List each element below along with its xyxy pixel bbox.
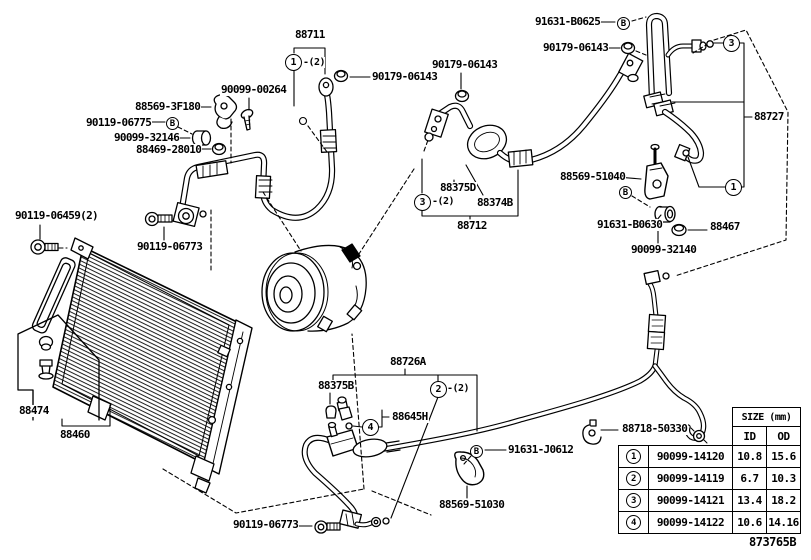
size-table-col-id: ID	[732, 426, 767, 446]
part-label-90119-06773-b: 90119-06773	[232, 518, 300, 531]
table-callout-1: 1	[626, 449, 641, 464]
part-label-88569-51030: 88569-51030	[438, 498, 506, 511]
table-row1-od: 15.6	[766, 445, 801, 468]
leader-lines	[32, 21, 753, 527]
part-label-88569-51040: 88569-51040	[559, 170, 627, 183]
table-row1-ref: 1	[618, 445, 649, 468]
table-row2-part: 90099-14119	[648, 467, 733, 490]
table-row3-od: 18.2	[766, 489, 801, 512]
table-row2-od: 10.3	[766, 467, 801, 490]
table-row4-ref: 4	[618, 511, 649, 534]
part-label-90179-06143-c: 90179-06143	[431, 58, 499, 71]
part-label-88718-50330: 88718-50330	[621, 422, 689, 435]
part-label-90119-06775: 90119-06775	[85, 116, 153, 129]
part-label-91631-J0612: 91631-J0612	[507, 443, 575, 456]
callout-1-88727low: 1	[725, 179, 742, 196]
hose-88727-art	[643, 12, 714, 164]
callout-1-hose88711: 1	[285, 54, 302, 71]
table-row3-part: 90099-14121	[648, 489, 733, 512]
qty-note-3: -(2)	[447, 383, 470, 394]
table-callout-2: 2	[626, 471, 641, 486]
part-label-88375D: 88375D	[439, 181, 477, 194]
compressor-art	[261, 243, 367, 333]
table-callout-4: 4	[626, 515, 641, 530]
callout-2-rearpipe: 2	[430, 381, 447, 398]
callout-B-J0612: B	[470, 445, 483, 458]
table-row2-ref: 2	[618, 467, 649, 490]
qty-note-2: -(2)	[432, 196, 455, 207]
part-label-88460: 88460	[59, 428, 91, 441]
part-label-90119-06459: 90119-06459(2)	[14, 209, 99, 222]
part-label-90099-32146: 90099-32146	[113, 131, 181, 144]
table-row4-od: 14.16	[766, 511, 801, 534]
part-label-88645H: 88645H	[391, 410, 429, 423]
size-table: SIZE (mm) ID OD 1 90099-14120 10.8 15.6 …	[618, 407, 801, 534]
table-row3-id: 13.4	[732, 489, 767, 512]
hose-88712-art	[424, 52, 644, 168]
table-row1-part: 90099-14120	[648, 445, 733, 468]
table-row2-id: 6.7	[732, 467, 767, 490]
hose-88711-art	[144, 69, 349, 228]
table-row1-id: 10.8	[732, 445, 767, 468]
size-table-title: SIZE (mm)	[732, 407, 801, 427]
part-label-90099-32140: 90099-32140	[630, 243, 698, 256]
part-label-88569-3F180: 88569-3F180	[134, 100, 202, 113]
qty-note-1: -(2)	[303, 57, 326, 68]
callout-4-88645H: 4	[362, 419, 379, 436]
part-label-91631-B0625: 91631-B0625	[534, 15, 602, 28]
part-label-90099-00264: 90099-00264	[220, 83, 288, 96]
callout-B-06775: B	[166, 117, 179, 130]
callout-3-88727top: 3	[723, 35, 740, 52]
callout-B-B0625: B	[617, 17, 630, 30]
part-label-88711: 88711	[294, 28, 326, 41]
part-label-88712: 88712	[456, 219, 488, 232]
part-label-88726A: 88726A	[389, 355, 427, 368]
part-label-91631-B0630: 91631-B0630	[596, 218, 664, 231]
part-label-88474: 88474	[18, 404, 50, 417]
callout-3-hose88712: 3	[414, 194, 431, 211]
part-label-90179-06143-b: 90179-06143	[542, 41, 610, 54]
part-label-90119-06773-a: 90119-06773	[136, 240, 204, 253]
drawing-number: 873765B	[749, 535, 797, 549]
table-row3-ref: 3	[618, 489, 649, 512]
size-table-col-od: OD	[766, 426, 801, 446]
callout-B-51040: B	[619, 186, 632, 199]
table-row4-part: 90099-14122	[648, 511, 733, 534]
part-label-88469-28010: 88469-28010	[135, 143, 203, 156]
part-label-88727: 88727	[753, 110, 785, 123]
table-callout-3: 3	[626, 493, 641, 508]
part-label-88467: 88467	[709, 220, 741, 233]
part-label-88375B: 88375B	[317, 379, 355, 392]
table-row4-id: 10.6	[732, 511, 767, 534]
dashed-lines	[58, 16, 789, 516]
condenser-art	[17, 237, 253, 494]
part-label-88374B: 88374B	[476, 196, 514, 209]
part-label-90179-06143-a: 90179-06143	[371, 70, 439, 83]
